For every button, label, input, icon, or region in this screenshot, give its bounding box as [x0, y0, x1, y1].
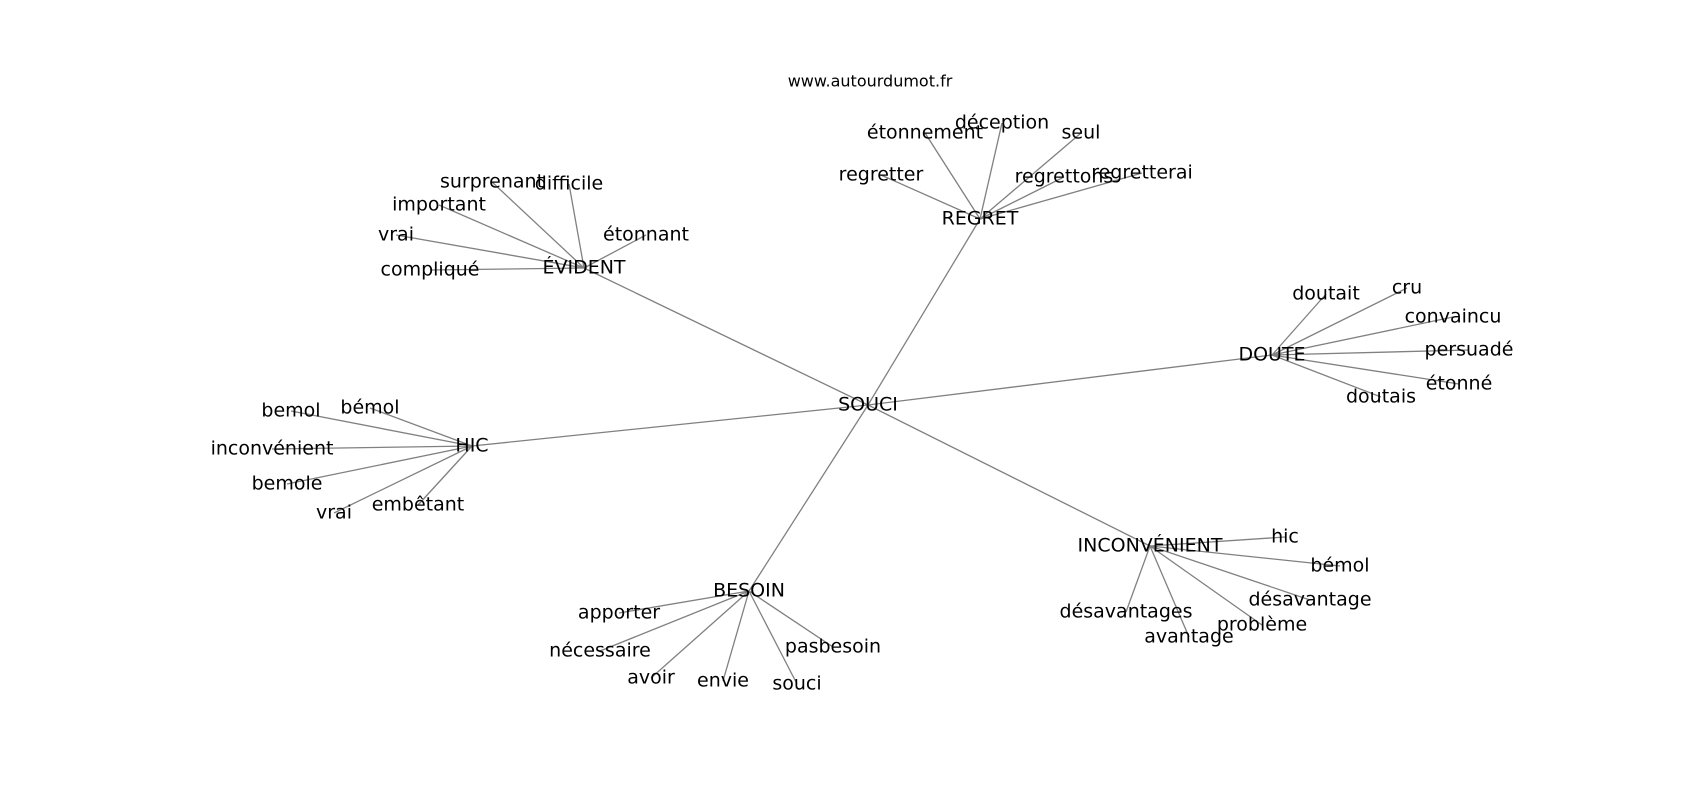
edge-hub-to-word	[979, 132, 1082, 220]
edge-hub-to-word	[271, 445, 473, 450]
word-node-label: doutais	[1346, 386, 1416, 408]
edge-hub-to-word	[650, 590, 750, 679]
word-node-label: persuadé	[1425, 339, 1514, 361]
edge-center-to-hub	[748, 404, 869, 592]
word-node-label: cru	[1392, 277, 1422, 299]
word-node-label: nécessaire	[549, 640, 651, 662]
word-node-label: regretter	[839, 164, 924, 186]
edge-hub-to-word	[599, 590, 750, 652]
word-node-label: problème	[1217, 614, 1307, 636]
edge-hub-to-word	[290, 410, 473, 447]
word-node-label: doutait	[1292, 283, 1360, 305]
edge-hub-to-word	[748, 590, 834, 648]
word-node-label: souci	[772, 673, 821, 695]
word-node-label: surprenant	[440, 171, 544, 193]
edge-center-to-hub	[867, 404, 1151, 547]
word-node-label: hic	[1271, 526, 1299, 548]
edge-hub-to-word	[286, 445, 473, 485]
watermark: www.autourdumot.fr	[788, 72, 953, 91]
edge-hub-to-word	[1271, 354, 1382, 398]
word-node-label: bemole	[252, 473, 323, 495]
edge-hub-to-word	[1271, 293, 1327, 356]
word-node-label: avantage	[1144, 626, 1233, 648]
word-node-label: apporter	[578, 602, 660, 624]
hub-node-label: INCONVÉNIENT	[1078, 534, 1223, 557]
edge-hub-to-word	[583, 234, 647, 269]
edge-hub-to-word	[333, 445, 473, 514]
hub-node-label: HIC	[455, 435, 488, 457]
word-node-label: désavantages	[1060, 601, 1193, 623]
edge-hub-to-word	[618, 590, 750, 614]
word-node-label: étonné	[1426, 373, 1493, 395]
word-node-label: convaincu	[1405, 306, 1502, 328]
edge-hub-to-word	[429, 267, 585, 271]
edge-hub-to-word	[1271, 354, 1460, 385]
edge-hub-to-word	[568, 183, 585, 269]
edge-center-to-hub	[867, 354, 1273, 406]
hub-node-label: BESOIN	[713, 580, 785, 602]
word-node-label: seul	[1062, 122, 1101, 144]
edge-hub-to-word	[748, 590, 798, 685]
edge-center-to-hub	[583, 267, 869, 406]
edge-hub-to-word	[491, 181, 585, 269]
edge-hub-to-word	[979, 122, 1003, 220]
word-node-label: étonnement	[867, 122, 983, 144]
word-node-label: avoir	[627, 667, 675, 689]
edge-hub-to-word	[395, 234, 585, 269]
word-node-label: désavantage	[1248, 589, 1371, 611]
edge-hub-to-word	[438, 204, 585, 269]
edge-hub-to-word	[1149, 545, 1311, 601]
word-node-label: bémol	[1310, 555, 1369, 577]
edge-center-to-hub	[867, 218, 981, 406]
word-node-label: envie	[697, 670, 749, 692]
word-node-label: inconvénient	[211, 438, 334, 460]
edge-hub-to-word	[924, 132, 981, 220]
edge-hub-to-word	[1149, 545, 1341, 567]
edge-hub-to-word	[417, 445, 473, 506]
center-node-label: SOUCI	[838, 394, 898, 416]
word-node-label: bemol	[261, 400, 320, 422]
word-node-label: déception	[955, 112, 1049, 134]
word-node-label: bémol	[340, 397, 399, 419]
edge-hub-to-word	[1125, 545, 1151, 613]
edge-center-to-hub	[471, 404, 869, 447]
edge-hub-to-word	[369, 407, 473, 447]
edge-hub-to-word	[1271, 349, 1470, 356]
word-node-label: vrai	[378, 224, 414, 246]
word-node-label: étonnant	[603, 224, 689, 246]
edge-hub-to-word	[979, 172, 1143, 220]
word-node-label: compliqué	[381, 259, 480, 281]
edge-hub-to-word	[880, 174, 981, 220]
edge-hub-to-word	[1271, 287, 1408, 356]
edge-hub-to-word	[1149, 536, 1286, 547]
word-node-label: difficile	[535, 173, 603, 195]
hub-node-label: DOUTE	[1238, 344, 1305, 366]
word-node-label: regretterai	[1091, 162, 1193, 184]
edge-hub-to-word	[1271, 316, 1454, 356]
edge-hub-to-word	[1149, 545, 1263, 626]
hub-node-label: ÉVIDENT	[542, 256, 625, 279]
edge-hub-to-word	[1149, 545, 1190, 638]
hub-node-label: REGRET	[942, 208, 1019, 230]
word-node-label: embêtant	[372, 494, 465, 516]
word-node-label: important	[392, 194, 486, 216]
word-node-label: regrettons	[1015, 166, 1114, 188]
word-node-label: vrai	[316, 502, 352, 524]
edge-hub-to-word	[722, 590, 750, 682]
edge-hub-to-word	[979, 176, 1065, 220]
edge-layer	[271, 122, 1470, 685]
word-node-label: pasbesoin	[785, 636, 881, 658]
